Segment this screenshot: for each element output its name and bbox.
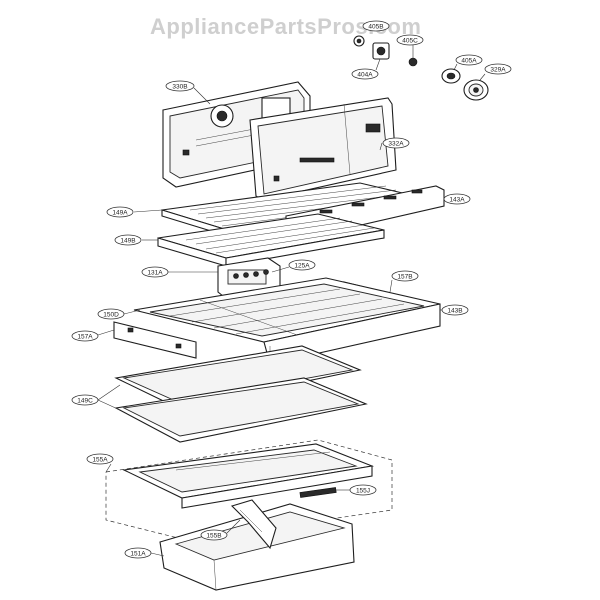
callout-143b: 143B [440,304,469,316]
callout-143a: 143A [443,193,471,205]
part-329a-fan-motor [463,79,489,101]
label-125a: 125A [294,262,310,269]
callout-151a: 151A [124,547,165,559]
part-405b-knob [353,35,365,47]
label-405b: 405B [368,23,383,30]
label-155j: 155J [356,487,370,494]
callout-125a: 125A [271,259,316,273]
callout-157a: 157A [71,329,115,342]
callout-404a: 404A [351,58,381,80]
label-155b: 155B [206,532,221,539]
callout-405b: 405B [362,20,390,32]
callout-131a: 131A [141,266,218,278]
callout-149b: 149B [114,234,158,246]
callout-329a: 329A [479,63,512,81]
callout-149a: 149A [106,206,163,218]
callout-405c: 405C [396,34,424,58]
callout-405a: 405A [453,54,483,71]
label-143b: 143B [447,307,462,314]
label-157a: 157A [77,333,93,340]
label-405c: 405C [402,37,418,44]
label-143a: 143A [449,196,465,203]
part-149c-glass-frame-lower [114,377,368,443]
label-149c: 149C [77,397,93,404]
part-155b-divider [230,499,277,550]
label-157b: 157B [397,273,412,280]
part-149b-shelf [157,213,385,267]
part-405c-cap [408,57,418,67]
callout-150d: 150D [97,308,141,320]
label-405a: 405A [461,57,477,64]
label-149a: 149A [112,209,128,216]
label-404a: 404A [357,71,373,78]
part-149c-glass-frame-upper [114,345,362,409]
callout-155a: 155A [86,453,114,473]
callout-155j: 155J [336,484,377,496]
callout-157b: 157B [389,270,419,293]
label-332a: 332A [388,140,404,147]
label-149b: 149B [120,237,135,244]
part-332a-panel [249,97,397,201]
label-150d: 150D [103,311,119,318]
label-151a: 151A [130,550,146,557]
part-405a-gear [441,68,461,84]
callout-155b: 155B [200,519,241,541]
part-404a-damper [372,42,390,60]
label-330b: 330B [172,83,187,90]
part-157a-rail [113,321,197,359]
part-155a-crisper-cover [122,443,375,509]
callout-332a: 332A [379,137,410,151]
callout-330b: 330B [165,80,211,105]
label-131a: 131A [147,269,163,276]
assembly-outline-155a [105,439,393,541]
part-155j-slider [299,487,337,498]
label-155a: 155A [92,456,108,463]
label-329a: 329A [490,66,506,73]
callout-149c: 149C [71,384,121,411]
